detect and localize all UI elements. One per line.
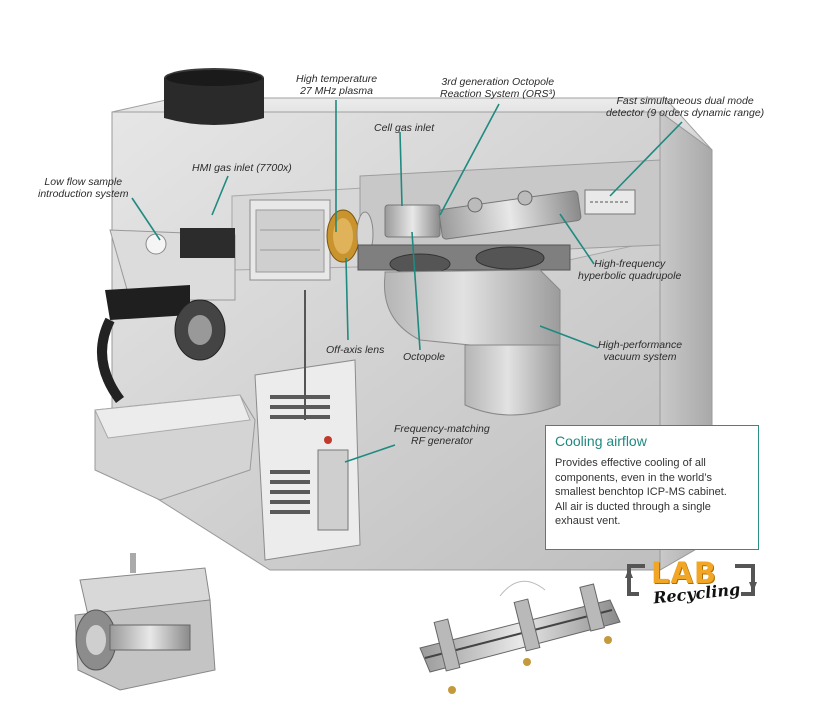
leader-quadrupole xyxy=(559,213,595,265)
label-cell-gas: Cell gas inlet xyxy=(374,122,435,134)
leader-detector xyxy=(609,121,683,197)
logo-arrows-icon xyxy=(625,564,757,596)
cooling-airflow-text: Provides effective cooling of all compon… xyxy=(555,457,727,527)
inset-octopole-rods xyxy=(419,580,621,694)
leader-sample xyxy=(131,197,161,241)
sample-introduction xyxy=(94,228,256,501)
leader-offaxis xyxy=(345,257,349,341)
cooling-airflow-callout: Cooling airflow Provides effective cooli… xyxy=(545,425,759,550)
leader-rf xyxy=(344,444,396,463)
torch-box xyxy=(249,199,331,281)
cones xyxy=(326,209,374,263)
logo-lab-text: LAB xyxy=(651,556,718,590)
cooling-airflow-title: Cooling airflow xyxy=(555,433,647,449)
leader-lines xyxy=(131,100,683,463)
rf-generator xyxy=(254,290,361,561)
leader-cell-gas xyxy=(399,131,403,207)
lab-recycling-logo: LAB Recycling xyxy=(623,556,763,608)
label-off-axis: Off-axis lens xyxy=(326,344,385,356)
vacuum-system xyxy=(357,244,571,416)
leader-hmi xyxy=(211,175,229,216)
leader-ors xyxy=(439,103,500,216)
leader-vacuum xyxy=(539,325,599,349)
inset-lens-assembly xyxy=(74,553,216,691)
label-octopole: Octopole xyxy=(403,351,446,363)
label-hmi-gas: HMI gas inlet (7700x) xyxy=(192,162,292,174)
ion-optics xyxy=(384,189,636,240)
leader-octopole xyxy=(411,231,421,351)
